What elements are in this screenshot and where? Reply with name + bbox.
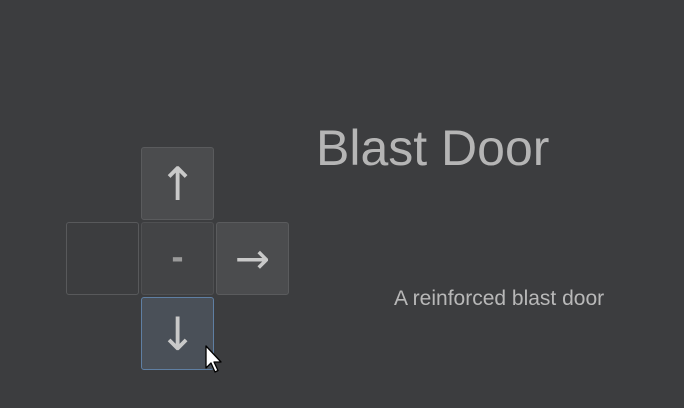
mouse-pointer-icon [205, 345, 222, 373]
arrow-up-icon: ↑ [158, 156, 197, 211]
move-up-button[interactable]: ↑ [141, 147, 214, 220]
move-left-button[interactable] [66, 222, 139, 295]
item-title: Blast Door [316, 120, 550, 176]
arrow-right-icon: → [234, 234, 271, 283]
center-button[interactable]: - [141, 222, 214, 295]
move-down-button[interactable]: ↓ [141, 297, 214, 370]
item-description: A reinforced blast door [394, 287, 605, 310]
move-right-button[interactable]: → [216, 222, 289, 295]
arrow-down-icon: ↓ [158, 306, 197, 361]
center-dash-icon: - [171, 241, 184, 276]
